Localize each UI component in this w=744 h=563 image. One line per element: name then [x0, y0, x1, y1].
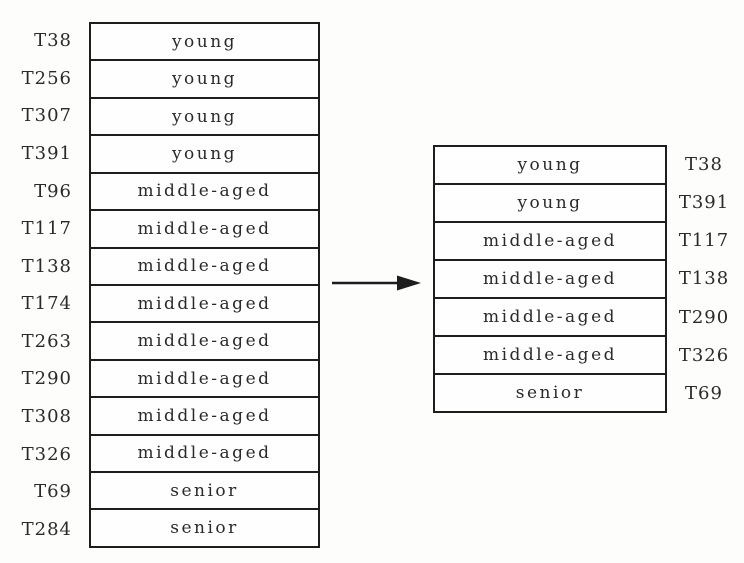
- record-id-label: T69: [34, 481, 72, 503]
- category-cell: middle-aged: [91, 398, 318, 436]
- category-cell: middle-aged: [435, 223, 665, 261]
- category-cell: young: [91, 61, 318, 99]
- record-id-label: T290: [678, 306, 730, 328]
- category-cell: middle-aged: [91, 323, 318, 361]
- category-cell: middle-aged: [91, 436, 318, 474]
- category-cell: senior: [170, 518, 239, 539]
- category-cell: middle-aged: [91, 211, 318, 249]
- category-cell: middle-aged: [91, 286, 318, 324]
- record-id-label: T308: [21, 406, 72, 428]
- record-id-label: T326: [678, 345, 730, 367]
- category-cell: middle-aged: [435, 299, 665, 337]
- left-record-id-column: T38 T256 T307 T391 T96 T117 T138 T174 T2…: [0, 22, 74, 548]
- category-cell: middle-aged: [91, 249, 318, 286]
- category-cell: young: [91, 24, 318, 62]
- category-cell: young: [91, 99, 318, 137]
- record-id-label: T307: [21, 105, 72, 127]
- record-id-label: T117: [21, 218, 72, 240]
- category-cell: senior: [515, 383, 585, 403]
- category-cell: young: [435, 147, 665, 185]
- category-cell: middle-aged: [435, 261, 665, 299]
- category-cell: young: [435, 185, 665, 223]
- category-cell: middle-aged: [91, 174, 318, 212]
- record-id-label: T117: [678, 230, 730, 252]
- record-id-label: T391: [678, 191, 730, 213]
- record-id-label: T96: [34, 180, 72, 202]
- record-id-label: T326: [21, 443, 72, 465]
- record-id-label: T138: [678, 268, 730, 290]
- sampled-records-table: young young middle-aged middle-aged midd…: [433, 145, 667, 413]
- category-cell: senior: [91, 473, 318, 511]
- record-id-label: T256: [21, 67, 72, 89]
- record-id-label: T138: [21, 255, 72, 277]
- record-id-label: T174: [21, 293, 72, 315]
- category-cell: young: [91, 136, 318, 174]
- record-id-label: T69: [685, 383, 723, 405]
- record-id-label: T284: [21, 518, 72, 540]
- unsorted-records-table: young young young young middle-aged midd…: [89, 22, 320, 548]
- record-id-label: T263: [21, 330, 72, 352]
- right-record-id-column: T38 T391 T117 T138 T290 T326 T69: [672, 145, 736, 413]
- record-id-label: T391: [21, 143, 72, 165]
- category-cell: middle-aged: [435, 337, 665, 375]
- record-id-label: T38: [34, 30, 72, 52]
- record-id-label: T38: [685, 153, 723, 175]
- right-arrow-icon: [331, 274, 423, 292]
- record-id-label: T290: [21, 368, 72, 390]
- category-cell: middle-aged: [91, 361, 318, 399]
